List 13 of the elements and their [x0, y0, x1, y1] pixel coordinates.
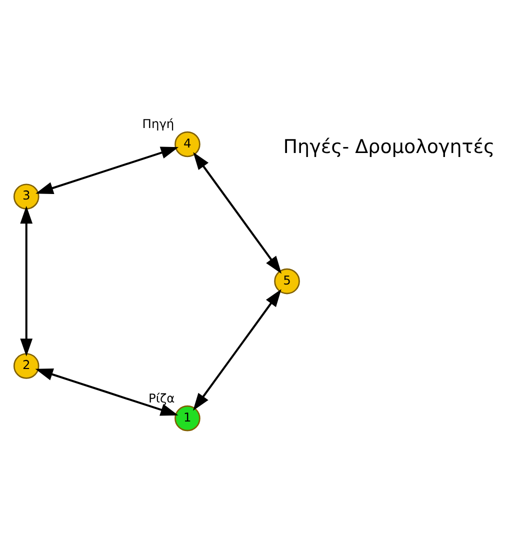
arrow	[36, 146, 179, 194]
node-circle: 3	[13, 184, 40, 210]
node-circle: 4	[174, 131, 200, 158]
node-label: Ρίζα	[148, 391, 175, 406]
node-circle: 5	[274, 268, 300, 294]
label: Πηγές- Δρομολογητές	[283, 136, 495, 158]
node-label: Πηγή	[142, 117, 174, 132]
node-circle: 1	[174, 405, 200, 432]
node-circle: 2	[13, 353, 40, 379]
arrow	[20, 206, 33, 356]
arrow	[193, 152, 282, 274]
arrow	[192, 289, 282, 411]
arrow	[35, 368, 178, 416]
